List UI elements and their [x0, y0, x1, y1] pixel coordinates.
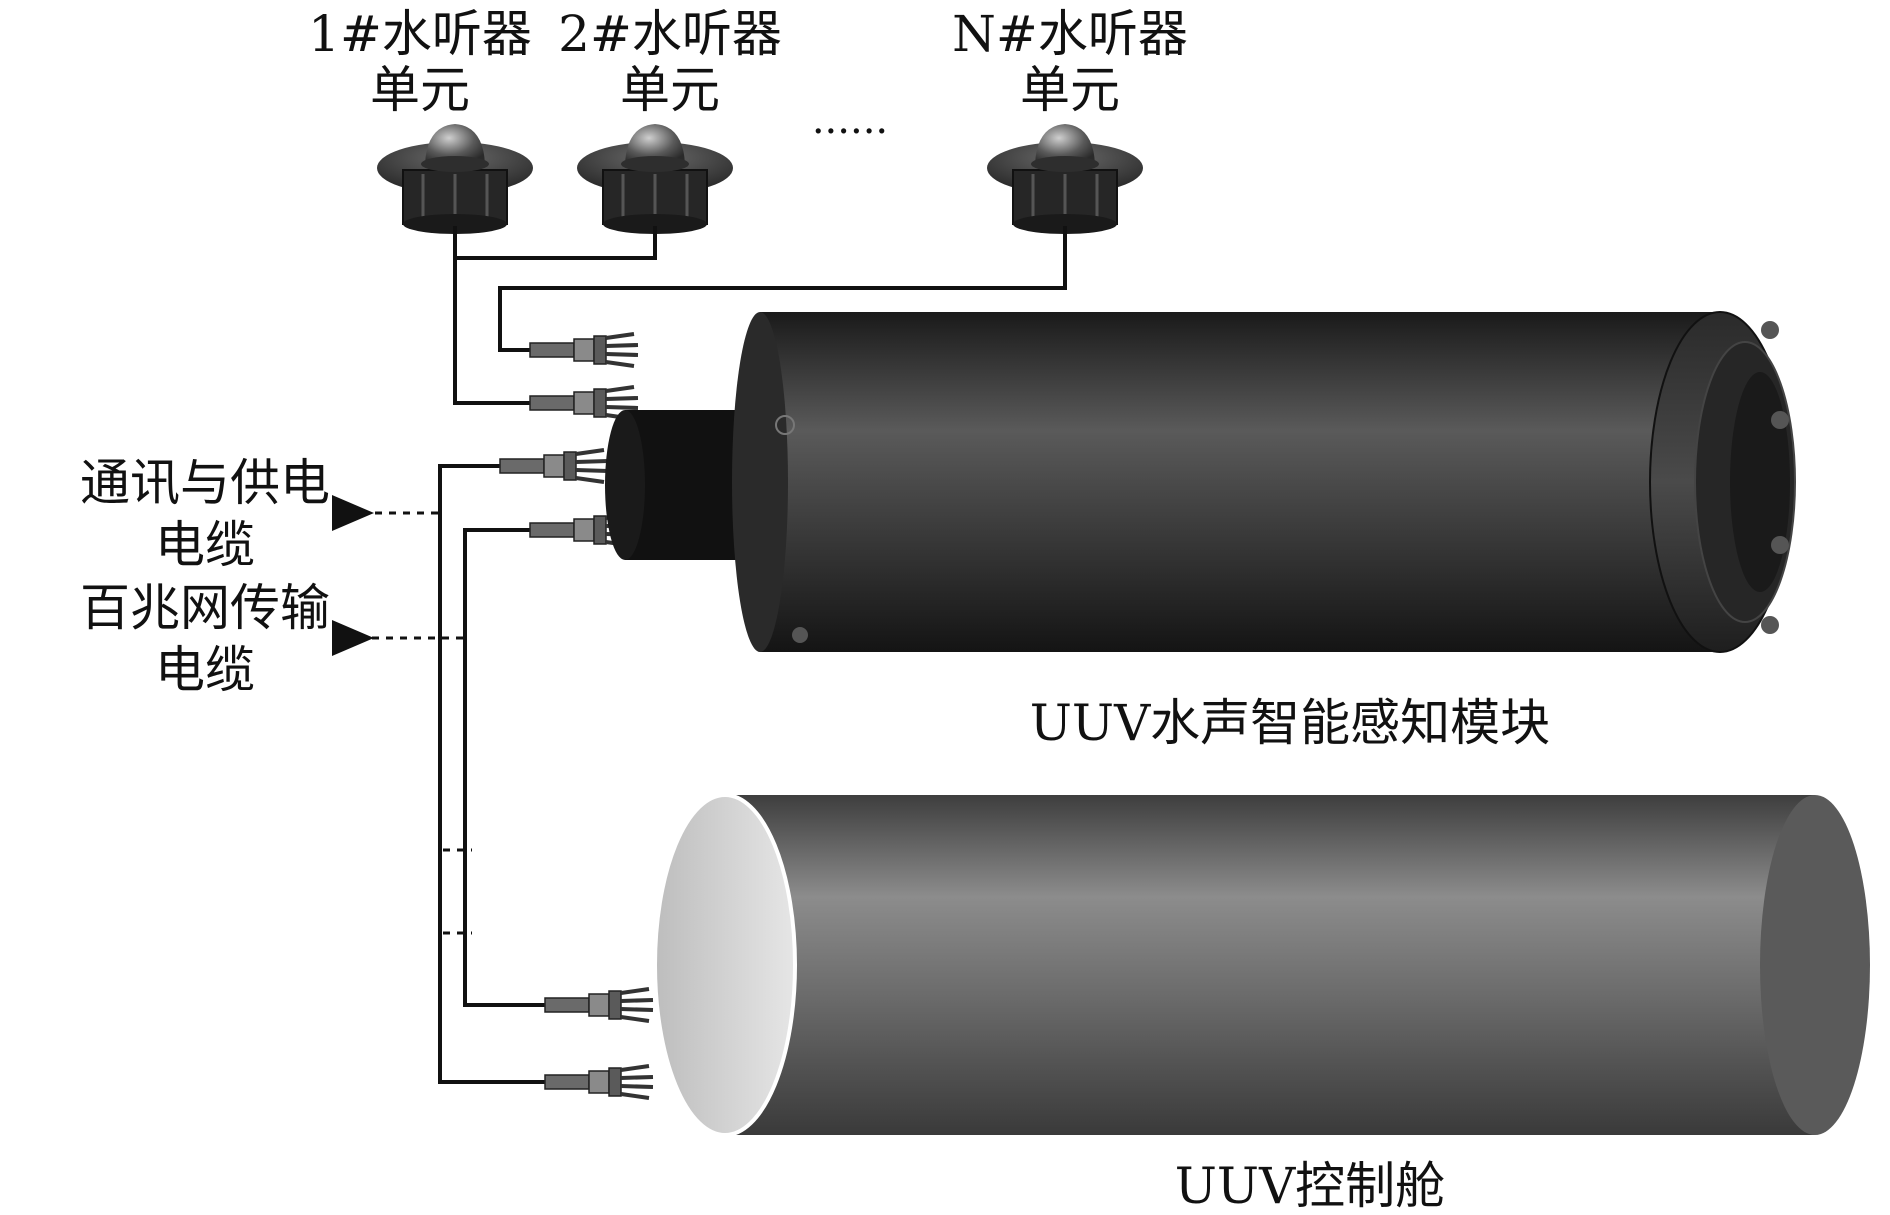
- hydrophone-2-icon: [575, 122, 735, 236]
- uuv-control-cabin: [653, 793, 1870, 1137]
- ethernet-cable-line1: 百兆网传输: [80, 579, 330, 637]
- hydrophone-2-label: 2#水听器 单元: [555, 6, 785, 118]
- module-body-front-edge: [732, 312, 788, 652]
- cabin-opening: [653, 793, 797, 1137]
- hydrophone-1-title: 1#水听器: [308, 5, 532, 63]
- comm-power-cable-line1: 通讯与供电: [80, 454, 330, 512]
- hydrophone-n-label: N#水听器 单元: [945, 6, 1195, 118]
- cable-arrows: [332, 495, 472, 935]
- hydrophone-2-subtitle: 单元: [620, 61, 720, 119]
- wire-hydrophone-1: [453, 226, 530, 405]
- module-front-face: [605, 410, 645, 560]
- connector-icon: [498, 448, 610, 484]
- module-end-inner: [1730, 372, 1790, 592]
- hydrophone-n-title: N#水听器: [952, 5, 1188, 63]
- control-cabin-label: UUV控制舱: [1174, 1157, 1446, 1215]
- ethernet-cable-label: 百兆网传输 电缆: [55, 577, 355, 701]
- hydrophone-n-icon: [985, 122, 1145, 236]
- connector-icon: [543, 1064, 655, 1100]
- comm-power-cable-label: 通讯与供电 电缆: [55, 452, 355, 576]
- hydrophone-n-subtitle: 单元: [1020, 61, 1120, 119]
- module-body: [760, 312, 1720, 652]
- ethernet-cable-line2: 电缆: [155, 641, 255, 699]
- cabin-far-end: [1760, 795, 1870, 1135]
- wire-hydrophone-n: [498, 226, 1067, 352]
- hydrophone-1-icon: [375, 122, 535, 236]
- ethernet-cable-line: [463, 528, 545, 1007]
- screw-icon: [775, 415, 795, 435]
- hydrophone-1-label: 1#水听器 单元: [305, 6, 535, 118]
- connector-icon: [543, 987, 655, 1023]
- sensing-module-label: UUV水声智能感知模块: [1029, 694, 1551, 752]
- connector-icon: [528, 332, 640, 368]
- comm-power-cable-line2: 电缆: [155, 516, 255, 574]
- screw-icon: [792, 627, 808, 643]
- bolt-icon: [1761, 321, 1779, 339]
- module-cables: [438, 464, 545, 1084]
- comm-power-cable-line: [438, 464, 545, 1084]
- hydrophone-1-subtitle: 单元: [370, 61, 470, 119]
- bolt-icon: [1761, 616, 1779, 634]
- hydrophone-wires: [453, 226, 1067, 405]
- hydrophone-2-title: 2#水听器: [558, 5, 782, 63]
- cabin-body: [725, 795, 1815, 1135]
- uuv-sensing-module: [605, 311, 1796, 653]
- wire-hydrophone-2: [455, 226, 657, 260]
- cabin-connectors: [543, 987, 655, 1100]
- hydrophone-ellipsis: ......: [811, 97, 889, 143]
- bolt-icon: [1771, 536, 1789, 554]
- bolt-icon: [1771, 411, 1789, 429]
